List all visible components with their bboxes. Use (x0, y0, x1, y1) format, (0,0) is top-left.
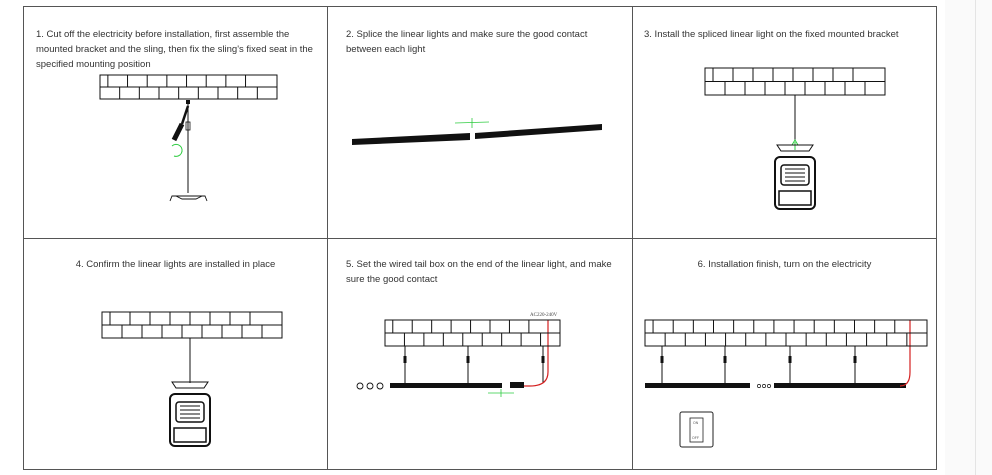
ceiling-wall (384, 319, 561, 347)
ceiling-wall (101, 311, 283, 339)
ceiling-wall (99, 74, 278, 100)
screwdriver-icon (171, 105, 190, 142)
connect-marker-icon (488, 389, 514, 397)
voltage-label: AC220-240V (530, 313, 558, 318)
row-divider (24, 238, 936, 239)
step-4-diagram (169, 338, 211, 447)
power-switch: ON OFF (679, 411, 714, 448)
step-5-diagram: AC220-240V (356, 313, 558, 397)
side-panel (945, 0, 992, 475)
linear-light (774, 383, 906, 388)
linear-light (352, 133, 470, 145)
step-5-caption: 5. Set the wired tail box on the end of … (346, 259, 612, 285)
switch-on-label: ON (693, 421, 699, 425)
switch-off-label: OFF (692, 436, 699, 440)
linear-light (645, 383, 750, 388)
linear-light (390, 383, 502, 388)
scrollbar[interactable] (975, 0, 976, 475)
step-1-diagram (169, 100, 208, 202)
power-wire (524, 320, 549, 387)
installation-steps-grid: 1. Cut off the electricity before instal… (23, 6, 937, 470)
splice-marker-icon (454, 118, 490, 128)
linear-light (475, 124, 602, 139)
bracket-icon (169, 195, 208, 202)
power-wire (899, 320, 911, 387)
continuation-dots-icon (356, 382, 384, 390)
step-3-diagram (774, 95, 816, 210)
ceiling-wall (644, 319, 928, 347)
step-4-caption: 4. Confirm the linear lights are install… (75, 259, 276, 270)
step-2-diagram (352, 118, 602, 145)
step-1-caption: 1. Cut off the electricity before instal… (36, 29, 313, 70)
step-6-caption: 6. Installation finish, turn on the elec… (697, 259, 872, 270)
ceiling-wall (704, 67, 886, 96)
light-fixture-icon (169, 381, 211, 447)
step-3-caption: 3. Install the spliced linear light on t… (644, 29, 899, 40)
step-2-caption: 2. Splice the linear lights and make sur… (346, 29, 588, 55)
rotate-arrow-icon (171, 143, 183, 157)
tail-box (510, 382, 524, 388)
step-6-diagram: ON OFF (645, 320, 911, 448)
light-fixture-icon (774, 144, 816, 210)
